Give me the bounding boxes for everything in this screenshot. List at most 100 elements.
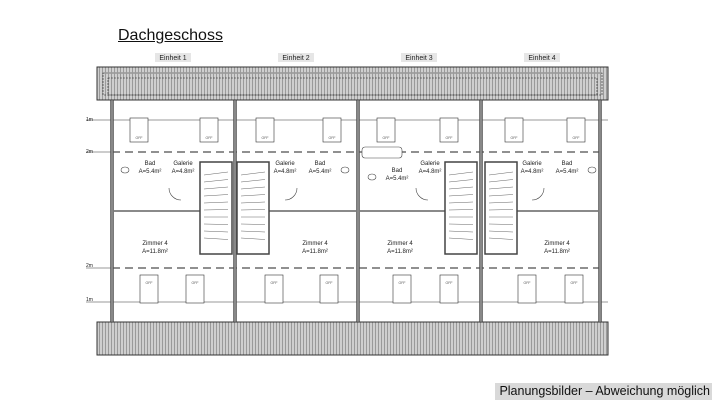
party-wall bbox=[356, 99, 360, 323]
roof-window bbox=[185, 274, 205, 304]
stair-step bbox=[448, 230, 474, 233]
roof-window bbox=[199, 117, 219, 143]
roof-window bbox=[392, 274, 412, 304]
stair-step bbox=[240, 186, 266, 190]
room-label-zimmer-area: A=11.8m² bbox=[302, 249, 328, 255]
stair-step bbox=[203, 194, 229, 197]
window-label: OFF bbox=[571, 281, 578, 285]
dashed-outline bbox=[107, 77, 598, 96]
unit-4: Einheit 4BadA=5.4m²GalerieA=4.8m²Zimmer … bbox=[484, 53, 598, 255]
room-label-zimmer-area: A=11.8m² bbox=[387, 249, 413, 255]
window-label: OFF bbox=[399, 281, 406, 285]
window-label: OFF bbox=[573, 136, 580, 140]
units: Einheit 1BadA=5.4m²GalerieA=4.8m²Zimmer … bbox=[114, 53, 598, 255]
room-label-galerie-area: A=4.8m² bbox=[172, 169, 195, 175]
room-label-zimmer-area: A=11.8m² bbox=[142, 249, 168, 255]
party-wall bbox=[233, 99, 237, 323]
stair-step bbox=[203, 209, 229, 211]
stair-step bbox=[488, 171, 514, 176]
unit-label-bg bbox=[278, 53, 314, 62]
stair-step bbox=[240, 237, 266, 240]
window-label: OFF bbox=[136, 136, 143, 140]
roof-window bbox=[376, 117, 396, 143]
stair-step bbox=[488, 237, 514, 240]
roof-window bbox=[319, 274, 339, 304]
unit-label: Einheit 4 bbox=[528, 55, 555, 62]
room-label-zimmer: Zimmer 4 bbox=[544, 241, 570, 247]
stair-step bbox=[203, 186, 229, 190]
room-label-zimmer: Zimmer 4 bbox=[142, 241, 168, 247]
roof-window bbox=[517, 274, 537, 304]
room-label-bad: Bad bbox=[315, 161, 326, 167]
stair-step bbox=[448, 194, 474, 197]
roof-window bbox=[564, 274, 584, 304]
window-label: OFF bbox=[271, 281, 278, 285]
window-label: OFF bbox=[146, 281, 153, 285]
room-label-bad-area: A=5.4m² bbox=[139, 169, 162, 175]
stair-step bbox=[488, 223, 514, 225]
party-wall bbox=[598, 99, 602, 323]
page-title: Dachgeschoss bbox=[118, 27, 223, 44]
room-label-galerie: Galerie bbox=[420, 161, 440, 167]
staircase bbox=[236, 161, 270, 255]
window-label: OFF bbox=[329, 136, 336, 140]
unit-label: Einheit 1 bbox=[159, 55, 186, 62]
stair-step bbox=[488, 230, 514, 233]
stair-step bbox=[448, 171, 474, 176]
room-label-galerie-area: A=4.8m² bbox=[274, 169, 297, 175]
room-label-bad-area: A=5.4m² bbox=[556, 169, 579, 175]
stair-step bbox=[240, 209, 266, 211]
stair-step bbox=[203, 201, 229, 204]
stair-step bbox=[240, 223, 266, 225]
stair-step bbox=[448, 209, 474, 211]
roof-window bbox=[504, 117, 524, 143]
roof-window bbox=[566, 117, 586, 143]
party-wall bbox=[479, 99, 483, 323]
level-mark-1m-bottom: 1m bbox=[86, 297, 93, 303]
staircase bbox=[444, 161, 478, 255]
stair-step bbox=[240, 171, 266, 176]
level-mark-2m-bottom: 2m bbox=[86, 263, 93, 269]
roof-window bbox=[439, 117, 459, 143]
room-label-galerie: Galerie bbox=[173, 161, 193, 167]
window-label: OFF bbox=[446, 136, 453, 140]
toilet-icon bbox=[367, 173, 377, 181]
window-label: OFF bbox=[383, 136, 390, 140]
toilet-icon bbox=[340, 166, 350, 174]
room-label-bad-area: A=5.4m² bbox=[309, 169, 332, 175]
stair-step bbox=[203, 230, 229, 233]
unit-3: Einheit 3BadA=5.4m²GalerieA=4.8m²Zimmer … bbox=[360, 53, 478, 255]
room-label-bad: Bad bbox=[392, 168, 403, 174]
door-swing bbox=[531, 187, 545, 201]
door-swing bbox=[415, 187, 429, 201]
roof-band-top bbox=[96, 66, 609, 101]
stair-step bbox=[448, 179, 474, 183]
stair-step bbox=[203, 223, 229, 225]
level-mark-2m-top: 2m bbox=[86, 149, 93, 155]
staircase bbox=[199, 161, 233, 255]
room-label-zimmer: Zimmer 4 bbox=[302, 241, 328, 247]
unit-label-bg bbox=[524, 53, 560, 62]
window-label: OFF bbox=[192, 281, 199, 285]
stair-step bbox=[240, 194, 266, 197]
room-label-bad-area: A=5.4m² bbox=[386, 176, 409, 182]
door-swing bbox=[284, 187, 298, 201]
room-label-galerie: Galerie bbox=[522, 161, 542, 167]
roof-band-bottom bbox=[96, 321, 609, 356]
room-label-galerie-area: A=4.8m² bbox=[521, 169, 544, 175]
door-swing bbox=[168, 187, 182, 201]
unit-label-bg bbox=[401, 53, 437, 62]
unit-label: Einheit 3 bbox=[405, 55, 432, 62]
stair-step bbox=[488, 194, 514, 197]
room-label-zimmer: Zimmer 4 bbox=[387, 241, 413, 247]
room-label-zimmer-area: A=11.8m² bbox=[544, 249, 570, 255]
window-label: OFF bbox=[524, 281, 531, 285]
stair-step bbox=[240, 201, 266, 204]
stair-step bbox=[488, 179, 514, 183]
room-label-bad: Bad bbox=[145, 161, 156, 167]
dashed-outline bbox=[102, 72, 603, 96]
roof-window bbox=[139, 274, 159, 304]
